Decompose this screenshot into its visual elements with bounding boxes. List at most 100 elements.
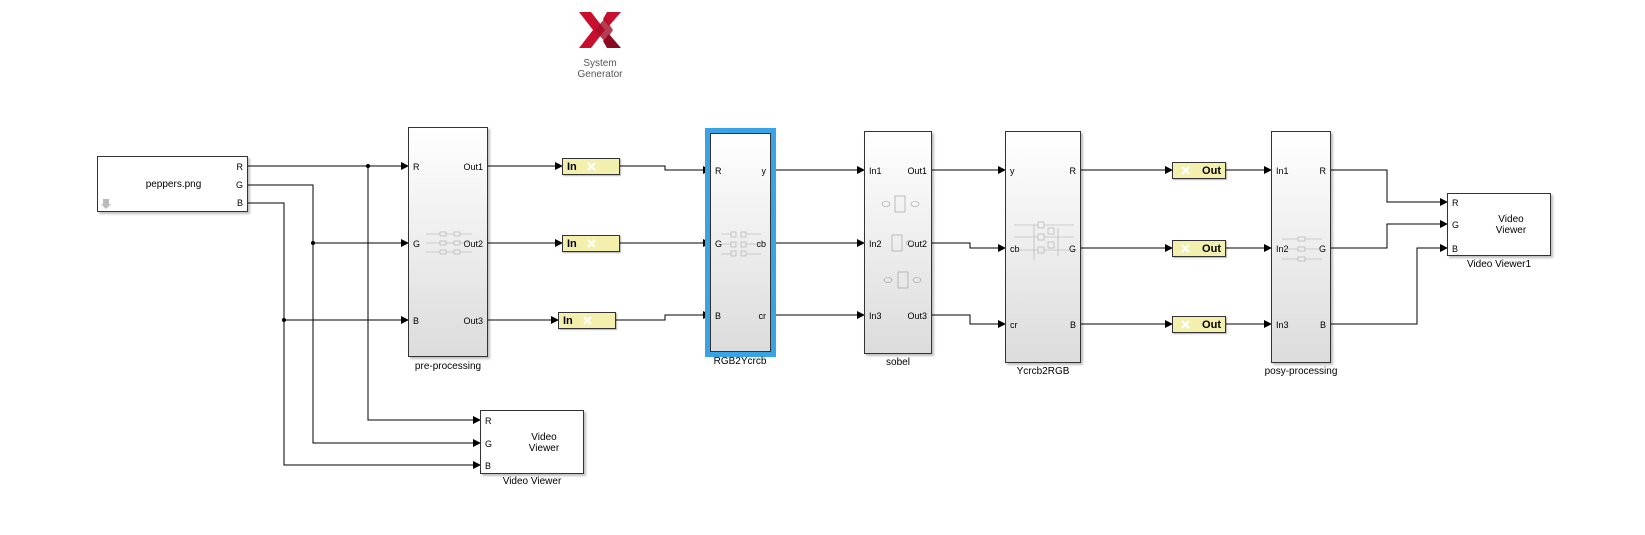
source-port-g: G (235, 180, 243, 190)
post-in3: In3 (1276, 320, 1289, 330)
pre-out2: Out2 (463, 239, 483, 249)
video-viewer1-caption: Video Viewer1 (1466, 259, 1532, 270)
viewer1-in-b: B (1452, 244, 1459, 254)
wire-r-viewer (367, 166, 481, 424)
ycrcb2rgb-subsystem[interactable]: y cb cr R G B (1005, 131, 1081, 363)
gateway-out-label: Out (1202, 243, 1221, 255)
wire-gwin-b (616, 311, 711, 321)
wire-post-b (1331, 244, 1448, 325)
wire-post-g (1331, 220, 1448, 249)
wire-b-viewer (283, 320, 481, 469)
rgb2ycrcb-subsystem[interactable]: R G B y cb cr (705, 128, 776, 357)
logo-line1: System (583, 58, 617, 69)
wire-gwin-r (620, 165, 711, 174)
rgb2y-out-y: y (761, 166, 767, 176)
rgb2y-in-g: G (715, 239, 723, 249)
gateway-in-label: In (563, 315, 573, 327)
wire-b-pre (248, 202, 409, 324)
video-viewer-caption: Video Viewer (502, 476, 562, 487)
pre-in-g: G (413, 239, 421, 249)
viewer-in-g: G (485, 439, 493, 449)
rgb2y-in-r: R (715, 166, 722, 176)
gateway-in-2[interactable]: In (562, 235, 620, 252)
image-source-block[interactable]: peppers.png R G B (97, 156, 248, 212)
wire-sobel-cb (932, 242, 1006, 252)
post-out-r: R (1319, 166, 1327, 176)
subsystem-preview-icon (881, 195, 922, 289)
post-in1: In1 (1276, 166, 1289, 176)
xilinx-gateway-icon (1181, 166, 1190, 175)
rgb2y-out-cb: cb (756, 239, 766, 249)
viewer-in-b: B (485, 461, 492, 471)
gateway-in-3[interactable]: In (558, 312, 616, 329)
y2rgb-in-y: y (1010, 166, 1015, 176)
gateway-in-1[interactable]: In (562, 158, 620, 175)
pre-out1: Out1 (463, 162, 483, 172)
sobel-out3: Out3 (907, 311, 927, 321)
wire-g-pre (248, 184, 409, 247)
xilinx-logo-icon (579, 12, 621, 48)
viewer1-in-r: R (1452, 198, 1459, 208)
subsystem-preview-icon (721, 231, 761, 257)
viewer1-in-g: G (1452, 220, 1460, 230)
subsystem-preview-icon (426, 231, 472, 255)
gateway-in-label: In (567, 238, 577, 250)
sobel-out1: Out1 (907, 166, 927, 176)
arrow-down-icon (101, 199, 111, 209)
pre-in-r: R (413, 162, 420, 172)
pre-out3: Out3 (463, 316, 483, 326)
y2rgb-out-b: B (1069, 320, 1076, 330)
xilinx-gateway-icon (587, 162, 596, 171)
xilinx-gateway-icon (1181, 244, 1190, 253)
video-viewer1-block[interactable]: R G B Video Viewer (1447, 193, 1551, 256)
branch-points (282, 164, 370, 322)
sobel-subsystem[interactable]: In1 In2 In3 Out1 Out2 Out3 (864, 131, 932, 354)
subsystem-preview-icon (1282, 236, 1322, 262)
gateway-out-1[interactable]: Out (1172, 162, 1226, 179)
y2rgb-out-g: G (1068, 244, 1076, 254)
source-port-r: R (236, 162, 244, 172)
post-out-g: G (1318, 244, 1326, 254)
viewer-line2: Viewer (528, 443, 560, 454)
sobel-in3: In3 (869, 311, 882, 321)
rgb2y-out-cr: cr (758, 311, 767, 321)
system-generator-label: System Generator (570, 58, 630, 80)
sobel-in1: In1 (869, 166, 882, 176)
y2rgb-in-cr: cr (1010, 320, 1018, 330)
xilinx-gateway-icon (587, 239, 596, 248)
video-viewer-block[interactable]: R G B Video Viewer (480, 410, 584, 474)
viewer-in-r: R (485, 416, 492, 426)
pre-in-b: B (413, 316, 420, 326)
post-processing-caption: posy-processing (1264, 366, 1338, 377)
y2rgb-in-cb: cb (1010, 244, 1020, 254)
rgb2ycrcb-caption: RGB2Ycrcb (713, 356, 767, 367)
viewer1-line2: Viewer (1495, 225, 1527, 236)
sobel-out2: Out2 (907, 239, 927, 249)
gateway-out-2[interactable]: Out (1172, 240, 1226, 257)
logo-line2: Generator (577, 69, 623, 80)
post-processing-subsystem[interactable]: In1 In2 In3 R G B (1271, 131, 1331, 363)
viewer1-title: Video Viewer (1478, 214, 1544, 236)
pre-processing-caption: pre-processing (414, 361, 482, 372)
sobel-in2: In2 (869, 239, 882, 249)
y2rgb-out-r: R (1069, 166, 1077, 176)
subsystem-preview-icon (1014, 221, 1074, 260)
gateway-in-label: In (567, 161, 577, 173)
viewer1-line1: Video (1498, 214, 1524, 225)
system-generator-block[interactable]: System Generator (570, 10, 630, 80)
gateway-out-3[interactable]: Out (1172, 316, 1226, 333)
source-label: peppers.png (145, 179, 202, 190)
viewer-title: Video Viewer (511, 432, 577, 454)
viewer-line1: Video (531, 432, 557, 443)
rgb2y-in-b: B (715, 311, 722, 321)
wire-sobel-cr (932, 314, 1006, 328)
pre-processing-subsystem[interactable]: R G B Out1 Out2 Out3 (408, 127, 488, 357)
wire-post-r (1331, 169, 1448, 206)
sobel-caption: sobel (886, 357, 910, 368)
xilinx-gateway-icon (1181, 320, 1190, 329)
xilinx-gateway-icon (583, 316, 592, 325)
gateway-out-label: Out (1202, 165, 1221, 177)
post-out-b: B (1319, 320, 1326, 330)
source-port-b: B (236, 198, 243, 208)
